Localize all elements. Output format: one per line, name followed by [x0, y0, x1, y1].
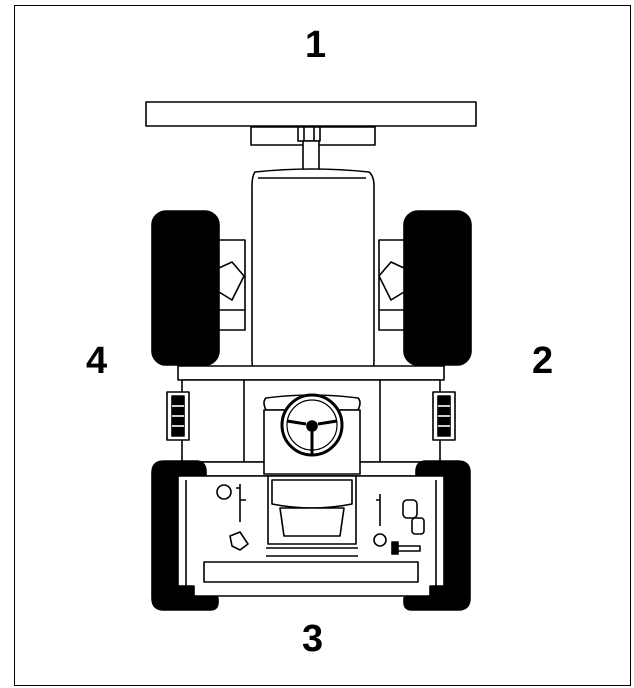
front-hitch-shaft	[297, 126, 321, 172]
steering-wheel	[280, 393, 344, 457]
left-controls	[216, 484, 249, 551]
side-label-front: 1	[305, 24, 327, 66]
right-controls	[373, 494, 425, 555]
left-step	[166, 391, 190, 441]
rear-bumper	[203, 561, 419, 583]
front-axle	[218, 239, 405, 331]
operator-seat	[266, 475, 358, 557]
right-step	[432, 391, 456, 441]
hood	[251, 168, 375, 385]
side-label-left: 4	[86, 340, 108, 382]
side-label-rear: 3	[302, 618, 324, 660]
front-right-wheel	[403, 210, 472, 366]
front-left-wheel	[151, 210, 220, 366]
front-implement-bar	[145, 101, 477, 127]
side-label-right: 2	[532, 340, 554, 382]
